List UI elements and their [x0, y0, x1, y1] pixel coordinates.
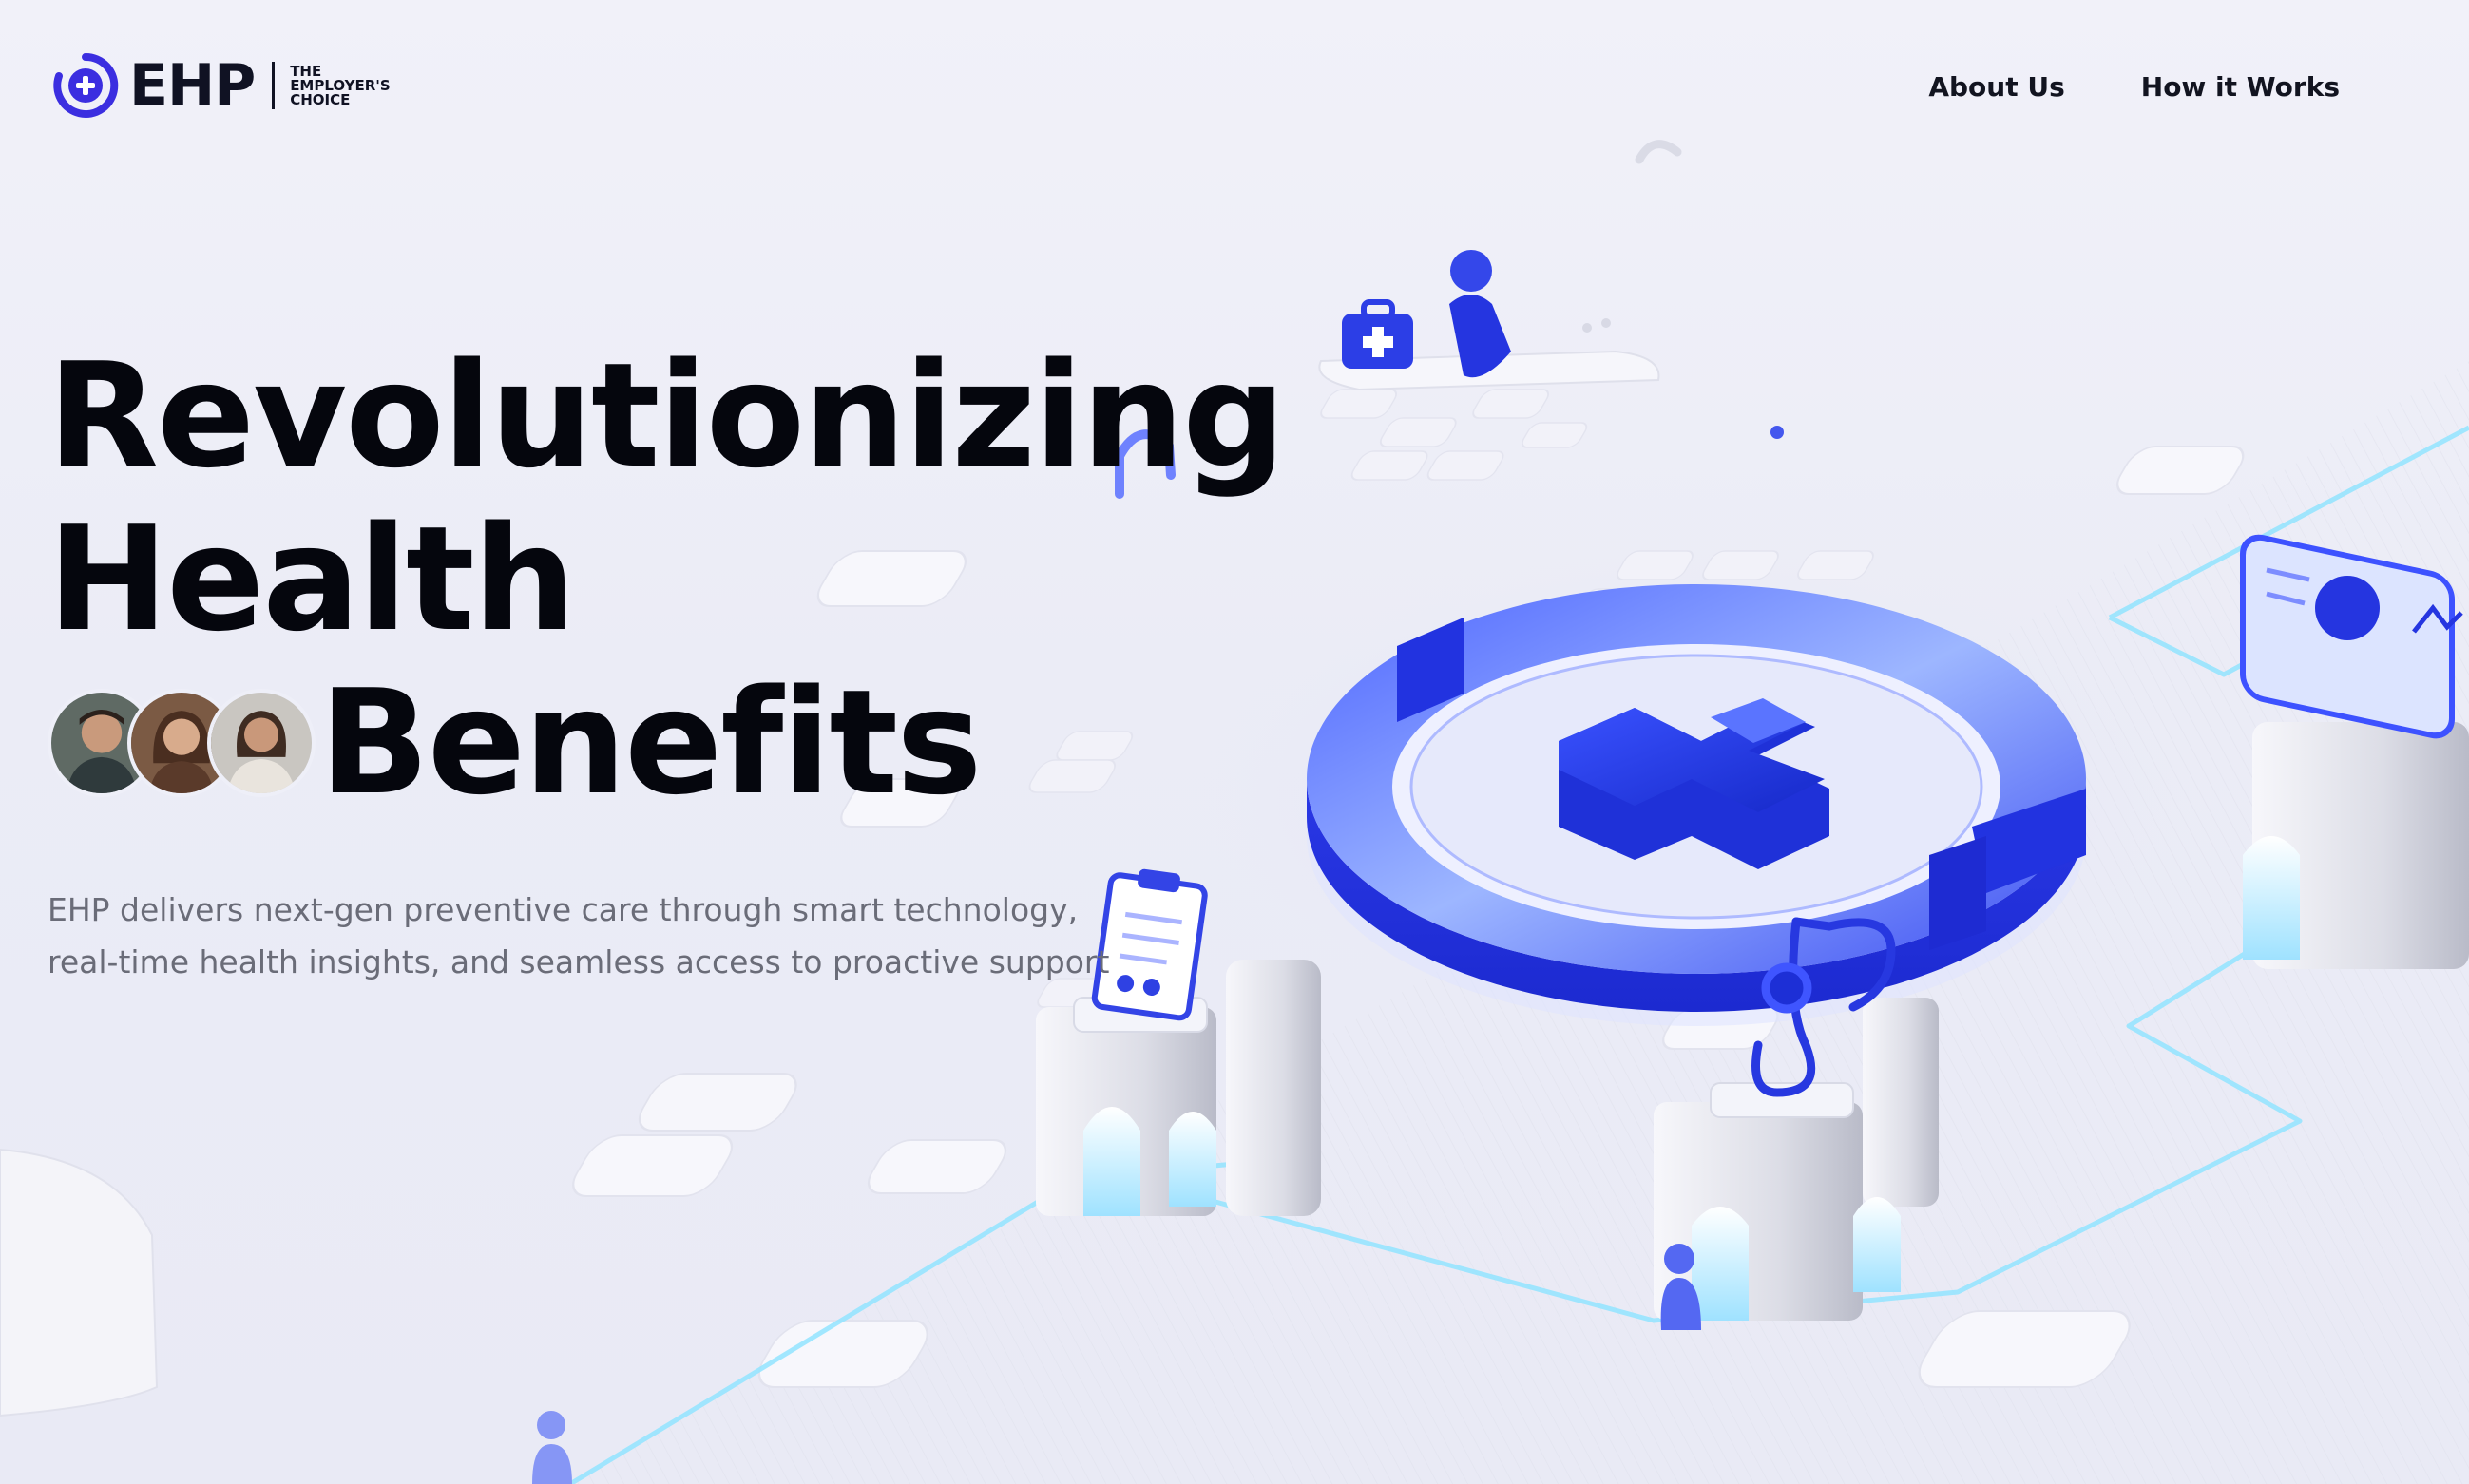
nav-link-how-it-works[interactable]: How it Works: [2140, 71, 2340, 103]
medical-cross-icon: [1559, 698, 1829, 869]
avatar-group: [48, 689, 316, 797]
hero-title-line-3: Benefits: [48, 661, 1284, 825]
brand-tagline: THE EMPLOYER'S CHOICE: [290, 62, 391, 108]
tagline-line: THE: [290, 62, 322, 80]
hero-title-benefits: Benefits: [319, 658, 983, 827]
stethoscope-pedestal: [1654, 917, 1939, 1321]
stethoscope-icon: [1751, 917, 1896, 1097]
nav-link-about-us[interactable]: About Us: [1928, 71, 2065, 103]
tagline-line: EMPLOYER'S: [290, 76, 391, 94]
top-nav: About Us How it Works: [1928, 68, 2340, 106]
person-icon-small: [1660, 1244, 1701, 1330]
hero-title: Revolutionizing Health Benefits: [48, 332, 1286, 825]
clipboard-icon: [1091, 868, 1208, 1021]
monitor-icon: [2240, 534, 2463, 739]
hero-title-line-1: Revolutionizing: [48, 332, 1286, 500]
brand-logo[interactable]: EHP THE EMPLOYER'S CHOICE: [51, 51, 391, 120]
person-icon-bottom: [532, 1411, 572, 1484]
brand-name: EHP: [129, 52, 256, 119]
logo-divider: [272, 62, 276, 109]
person-icon: [1449, 250, 1511, 378]
avatar: [207, 689, 316, 797]
hero-title-line-2: Health: [48, 495, 576, 663]
monitor-pedestal: [2240, 534, 2469, 969]
clipboard-pedestal: [1036, 868, 1321, 1216]
medical-bag-icon: [1342, 299, 1413, 369]
hero-description: EHP delivers next-gen preventive care th…: [48, 891, 1110, 980]
tagline-line: CHOICE: [290, 90, 351, 108]
plus-circle-icon: [53, 52, 119, 118]
top-shelf: [1318, 250, 1660, 391]
